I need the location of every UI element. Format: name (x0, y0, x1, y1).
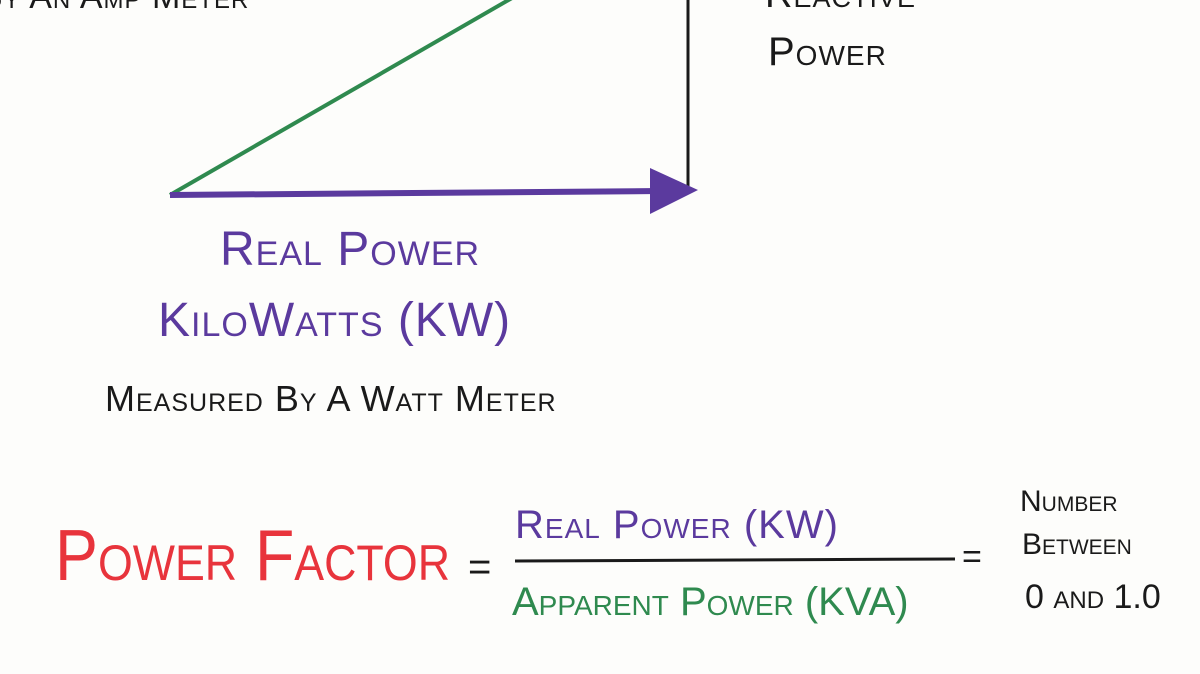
power-factor-title: Power Factor (55, 516, 450, 596)
result-line-2: Between (1022, 528, 1132, 561)
equals-sign-2: = (962, 538, 983, 576)
result-line-3: 0 and 1.0 (1025, 578, 1161, 616)
amp-meter-label: By An Amp Meter (0, 0, 249, 17)
real-power-label: Real Power (220, 223, 481, 276)
fraction-bar (514, 557, 956, 563)
reactive-label: Reactive (765, 0, 916, 17)
denominator: Apparent Power (KVA) (512, 580, 909, 624)
real-power-arrow (169, 188, 661, 198)
numerator: Real Power (KW) (515, 503, 839, 547)
arrowhead (650, 168, 698, 214)
reactive-power-label: Power (768, 30, 887, 74)
apparent-power-line (169, 0, 513, 197)
result-line-1: Number (1020, 485, 1118, 518)
watt-meter-label: Measured By A Watt Meter (105, 378, 557, 419)
kilowatts-label: KiloWatts (KW) (158, 294, 512, 347)
equals-sign: = (468, 545, 493, 589)
